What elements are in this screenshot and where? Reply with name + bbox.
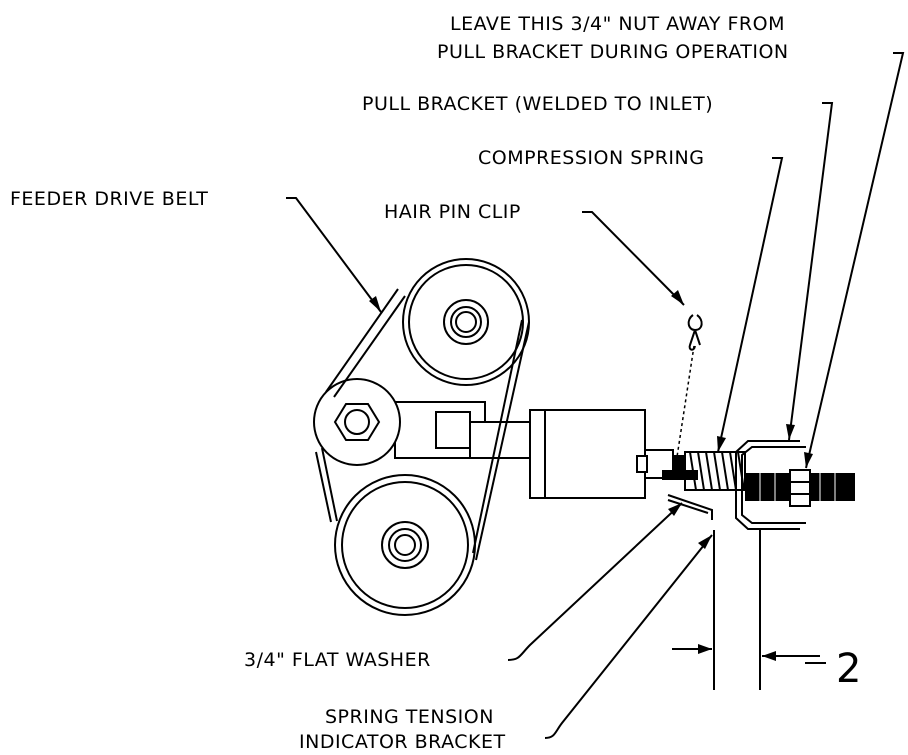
drive-belt <box>315 288 530 561</box>
idler-pulley <box>313 378 401 466</box>
hair-pin-clip <box>674 314 703 471</box>
tension-cylinder <box>529 409 674 499</box>
nut-note-line1: LEAVE THIS 3/4" NUT AWAY FROM <box>450 13 785 35</box>
tensioner-arm <box>394 401 543 459</box>
pull-bracket <box>735 440 806 530</box>
flat-washer-label: 3/4" FLAT WASHER <box>244 649 431 671</box>
pull-bracket-label: PULL BRACKET (WELDED TO INLET) <box>362 93 713 115</box>
flat-washer <box>662 470 698 480</box>
compression-spring-label: COMPRESSION SPRING <box>478 147 704 169</box>
dimension-lines <box>672 530 820 690</box>
indicator-bracket <box>667 494 713 520</box>
indicator-bracket-label-line2: INDICATOR BRACKET <box>299 731 506 753</box>
dimension-value: 2 <box>836 646 861 692</box>
upper-pulley <box>402 258 530 386</box>
nut-note-line2: PULL BRACKET DURING OPERATION <box>437 41 789 63</box>
indicator-bracket-label-line1: SPRING TENSION <box>325 706 494 728</box>
feeder-drive-belt-label: FEEDER DRIVE BELT <box>10 188 208 210</box>
adjusting-nut <box>789 469 811 507</box>
leader-lines <box>286 52 905 739</box>
hair-pin-clip-label: HAIR PIN CLIP <box>384 201 521 223</box>
lower-pulley <box>334 474 476 616</box>
hex-nut <box>333 403 381 441</box>
